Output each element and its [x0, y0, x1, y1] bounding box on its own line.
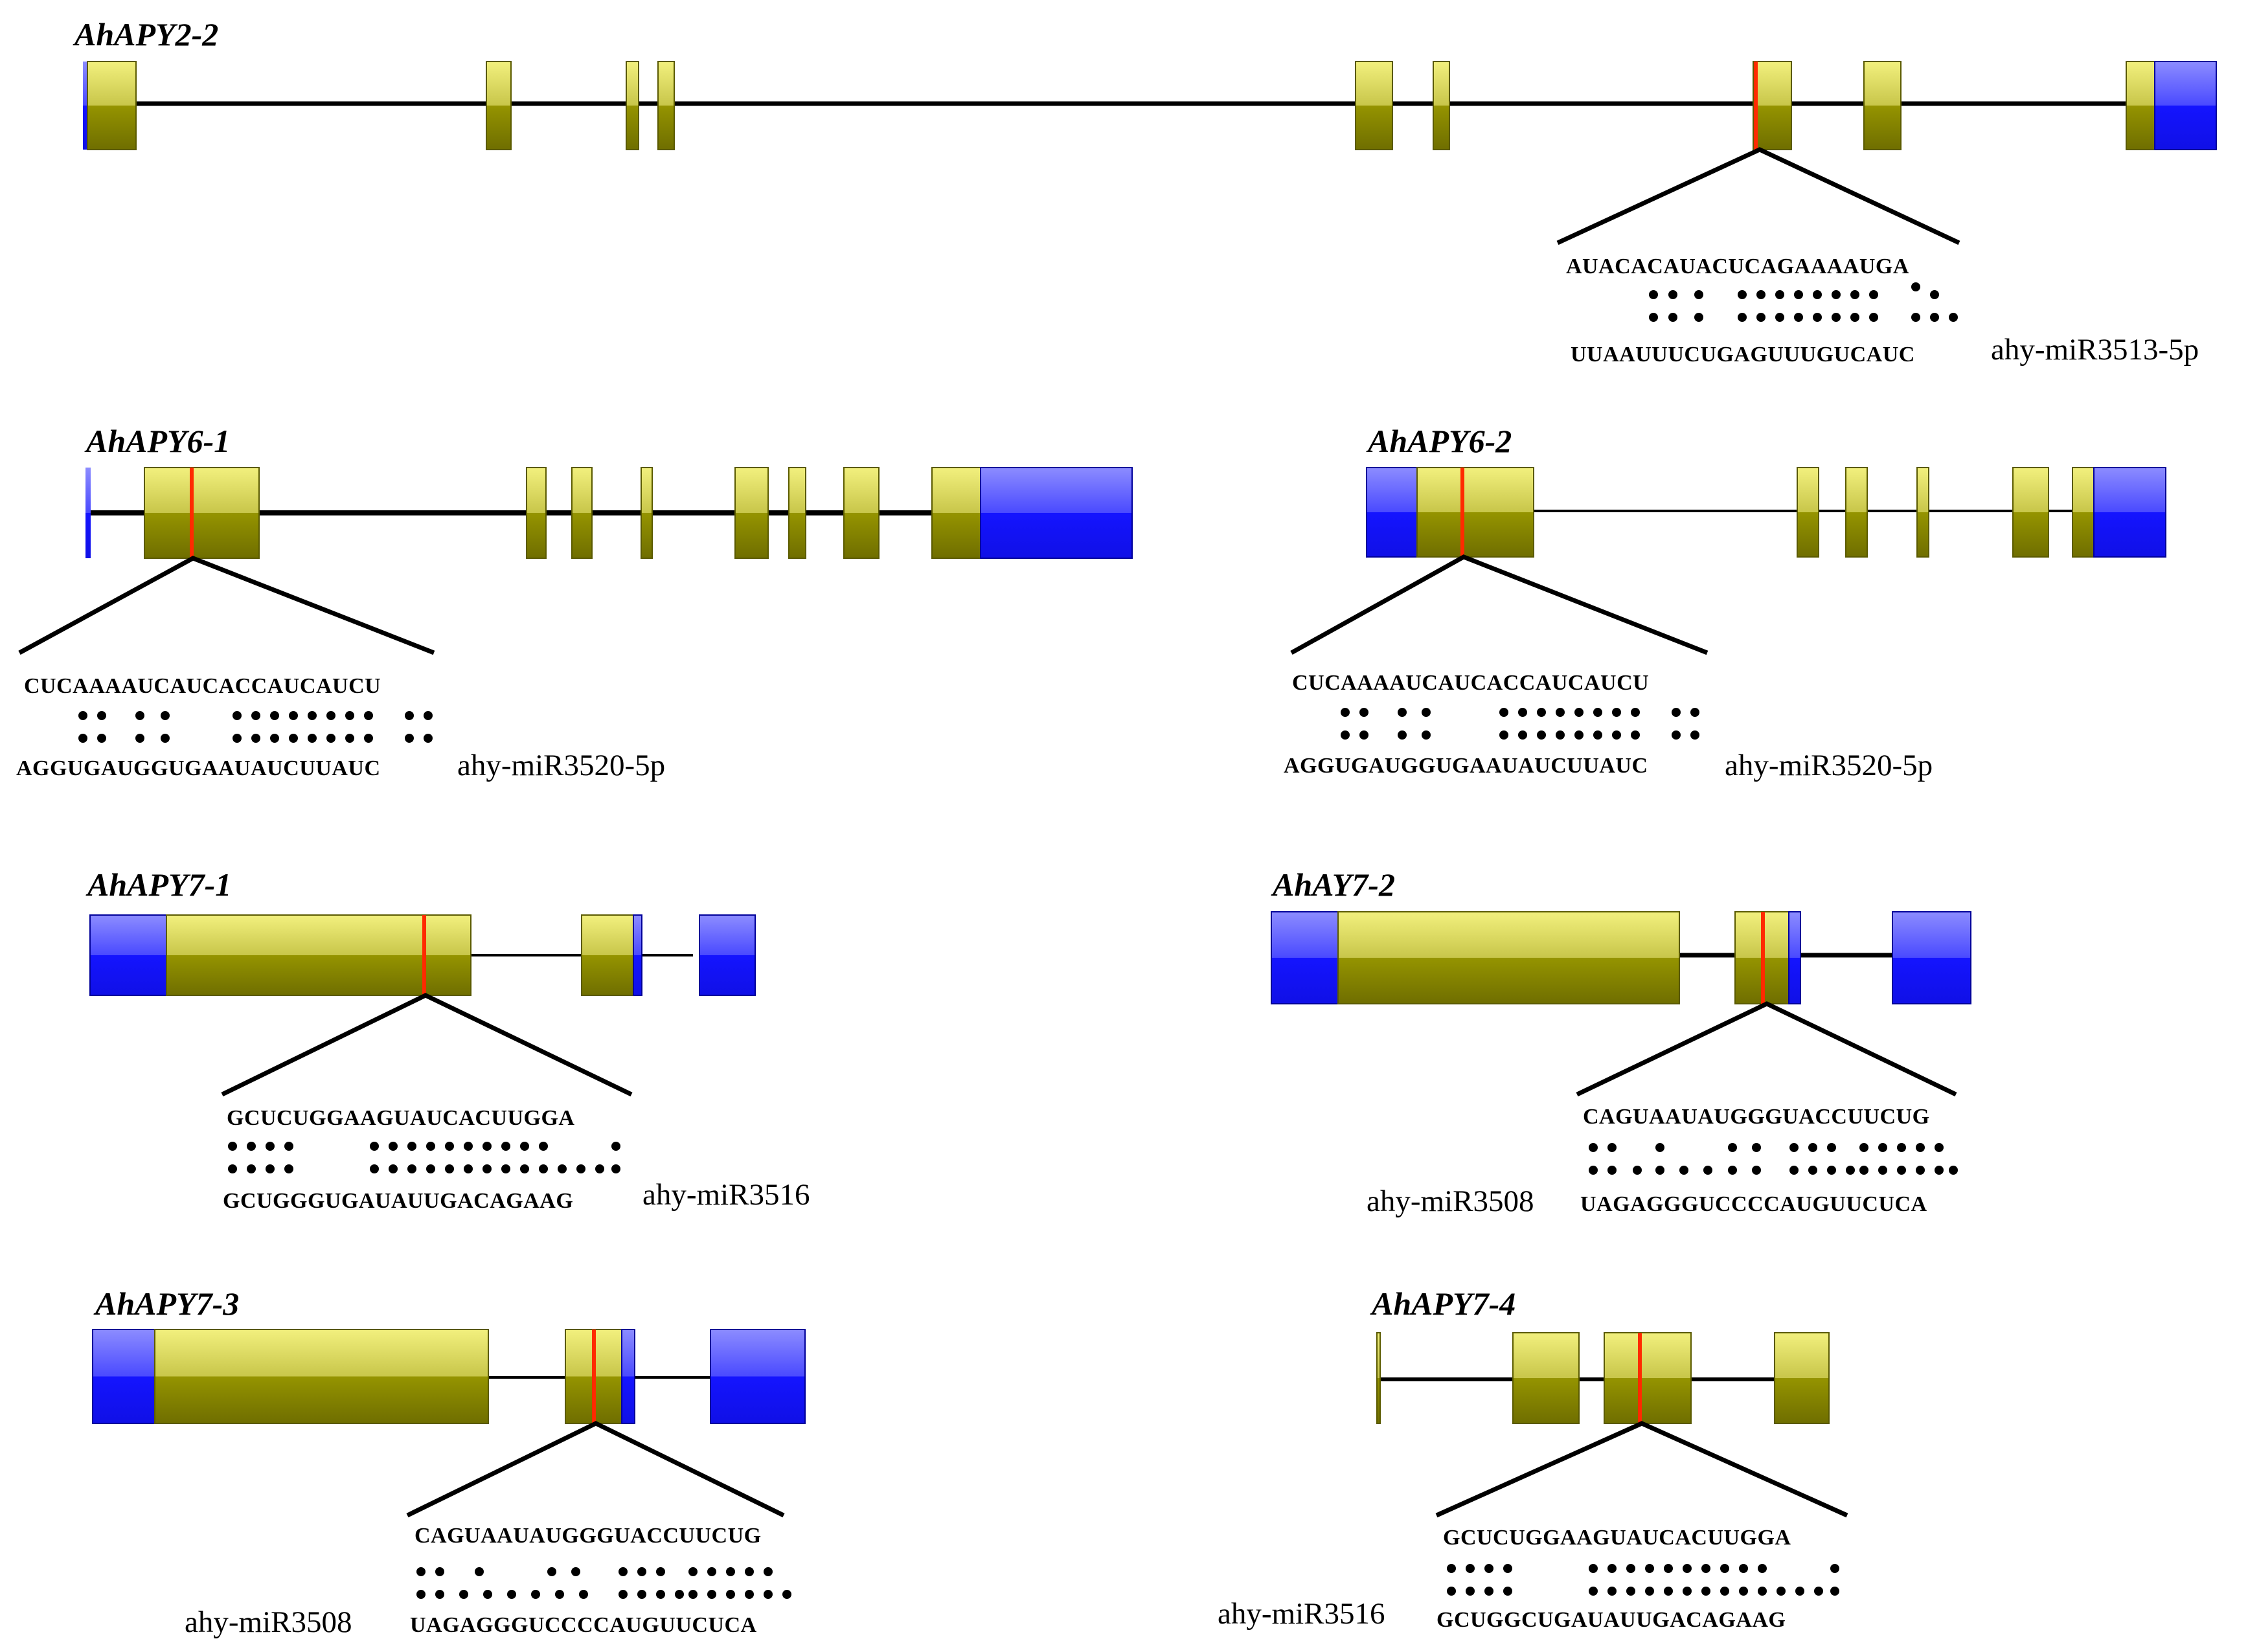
exon-box [1512, 1332, 1580, 1424]
exon-box [931, 467, 981, 559]
zoom-lines [406, 1421, 785, 1518]
zoom-lines [1290, 554, 1709, 655]
gene-AhAY7-2: AhAY7-2 CAGUAAUAUGGGUACCUUCUG UAGAGGGUCC… [1271, 866, 1971, 1218]
exon-box [1433, 61, 1450, 150]
exon-box [641, 467, 653, 559]
mirna-name: ahy-miR3516 [1218, 1597, 1385, 1631]
pairing-dots [228, 1142, 620, 1173]
target-sequence: CAGUAAUAUGGGUACCUUCUG [1583, 1105, 1930, 1129]
utr-box [83, 62, 87, 150]
mirna-sequence: GCUGGGUGAUAUUGACAGAAG [223, 1189, 573, 1213]
utr-box [85, 468, 91, 558]
utr-box [1788, 911, 1801, 1004]
mirna-name: ahy-miR3508 [1367, 1184, 1534, 1218]
zoom-lines [1435, 1421, 1848, 1518]
utr-box [633, 914, 642, 996]
gene-AhAPY6-1: AhAPY6-1 CUCAAAAUCAUCACCAUCAUCU AGGUGAUG… [16, 423, 1133, 782]
exon-box [144, 467, 260, 559]
gene-AhAPY7-4: AhAPY7-4 GCUCUGGAAGUAUCACUUGGA GCUGGCUGA… [1218, 1285, 1848, 1632]
mirna-name: ahy-miR3513-5p [1991, 333, 2199, 367]
target-sequence: AUACACAUACUCAGAAAAUGA [1566, 255, 1909, 278]
exon-box [87, 61, 137, 150]
target-sequence: CUCAAAAUCAUCACCAUCAUCU [24, 674, 381, 698]
utr-box [1271, 911, 1339, 1004]
exon-box [2012, 467, 2049, 558]
exon-box [2126, 61, 2155, 150]
exon-box [1753, 61, 1792, 150]
exon-box [1337, 911, 1680, 1004]
mirna-name: ahy-miR3516 [642, 1178, 810, 1212]
gene-label: AhAPY2-2 [73, 16, 218, 52]
exon-box [2072, 467, 2095, 558]
exon-box [154, 1329, 489, 1424]
gene-label: AhAPY6-1 [84, 423, 230, 459]
pairing-dots [1447, 1564, 1839, 1596]
utr-box [1366, 467, 1418, 558]
gene-label: AhAPY7-3 [93, 1285, 239, 1322]
exon-box [1774, 1332, 1830, 1424]
gene-label: AhAY7-2 [1271, 866, 1395, 903]
exon-box [626, 61, 639, 150]
utr-box [710, 1329, 806, 1424]
exon-box [1416, 467, 1534, 558]
exon-box [1376, 1332, 1381, 1424]
utr-box [1892, 911, 1971, 1004]
exon-box [1845, 467, 1868, 558]
exon-box [843, 467, 880, 559]
mirna-name: ahy-miR3520-5p [1725, 749, 1933, 782]
gene-AhAPY6-2: AhAPY6-2 CUCAAAAUCAUCACCAUCAUCU AGGUGAUG… [1284, 423, 2166, 782]
exon-box [1604, 1332, 1692, 1424]
target-sequence: GCUCUGGAAGUAUCACUUGGA [1443, 1526, 1791, 1550]
exon-box [581, 914, 634, 996]
exon-box [1916, 467, 1929, 558]
exon-box [1355, 61, 1393, 150]
mirna-sequence: AGGUGAUGGUGAAUAUCUUAUC [16, 756, 381, 780]
gene-AhAPY7-3: AhAPY7-3 CAGUAAUAUGGGUACCUUCUG UAGAGGGUC… [92, 1285, 806, 1639]
zoom-lines [1576, 1001, 1957, 1097]
utr-box [92, 1329, 155, 1424]
mirna-sequence: GCUGGCUGAUAUUGACAGAAG [1436, 1608, 1786, 1632]
zoom-lines [221, 993, 633, 1097]
mirna-name: ahy-miR3520-5p [457, 749, 665, 782]
pairing-dots [1589, 1143, 1958, 1175]
exon-box [1863, 61, 1902, 150]
utr-box [980, 467, 1133, 559]
utr-box [621, 1329, 635, 1424]
pairing-dots [416, 1567, 791, 1599]
pairing-dots [1341, 708, 1699, 740]
gene-label: AhAPY7-1 [85, 866, 231, 903]
gene-label: AhAPY7-4 [1370, 1285, 1516, 1322]
mirna-sequence: UAGAGGGUCCCCAUGUUCUCA [1580, 1192, 1927, 1216]
target-sequence: CUCAAAAUCAUCACCAUCAUCU [1292, 671, 1649, 695]
utr-box [2093, 467, 2166, 558]
zoom-lines [18, 556, 435, 655]
gene-label: AhAPY6-2 [1366, 423, 1512, 459]
exon-box [526, 467, 547, 559]
exon-box [657, 61, 675, 150]
pairing-dots [1649, 282, 1958, 322]
target-sequence: CAGUAAUAUGGGUACCUUCUG [414, 1524, 762, 1548]
mirna-name: ahy-miR3508 [185, 1605, 352, 1639]
exon-box [166, 914, 471, 996]
gene-AhAPY7-1: AhAPY7-1 GCUCUGGAAGUAUCACUUGGA GCUGGGUGA… [85, 866, 810, 1213]
exon-box [734, 467, 769, 559]
utr-box [2154, 61, 2217, 150]
exon-box [788, 467, 806, 559]
gene-AhAPY2-2: AhAPY2-2 AUACACAUACUCAGAAAAUGA UUAAUUUCU… [73, 16, 2217, 367]
mirna-sequence: UAGAGGGUCCCCAUGUUCUCA [410, 1613, 757, 1637]
pairing-dots [78, 711, 433, 743]
mirna-sequence: AGGUGAUGGUGAAUAUCUUAUC [1284, 754, 1648, 778]
utr-box [699, 914, 756, 996]
exon-box [571, 467, 593, 559]
target-sequence: GCUCUGGAAGUAUCACUUGGA [227, 1106, 574, 1130]
exon-box [486, 61, 512, 150]
exon-box [1797, 467, 1819, 558]
utr-box [89, 914, 167, 996]
mirna-sequence: UUAAUUUCUGAGUUUGUCAUC [1571, 343, 1915, 367]
zoom-lines [1556, 147, 1960, 245]
